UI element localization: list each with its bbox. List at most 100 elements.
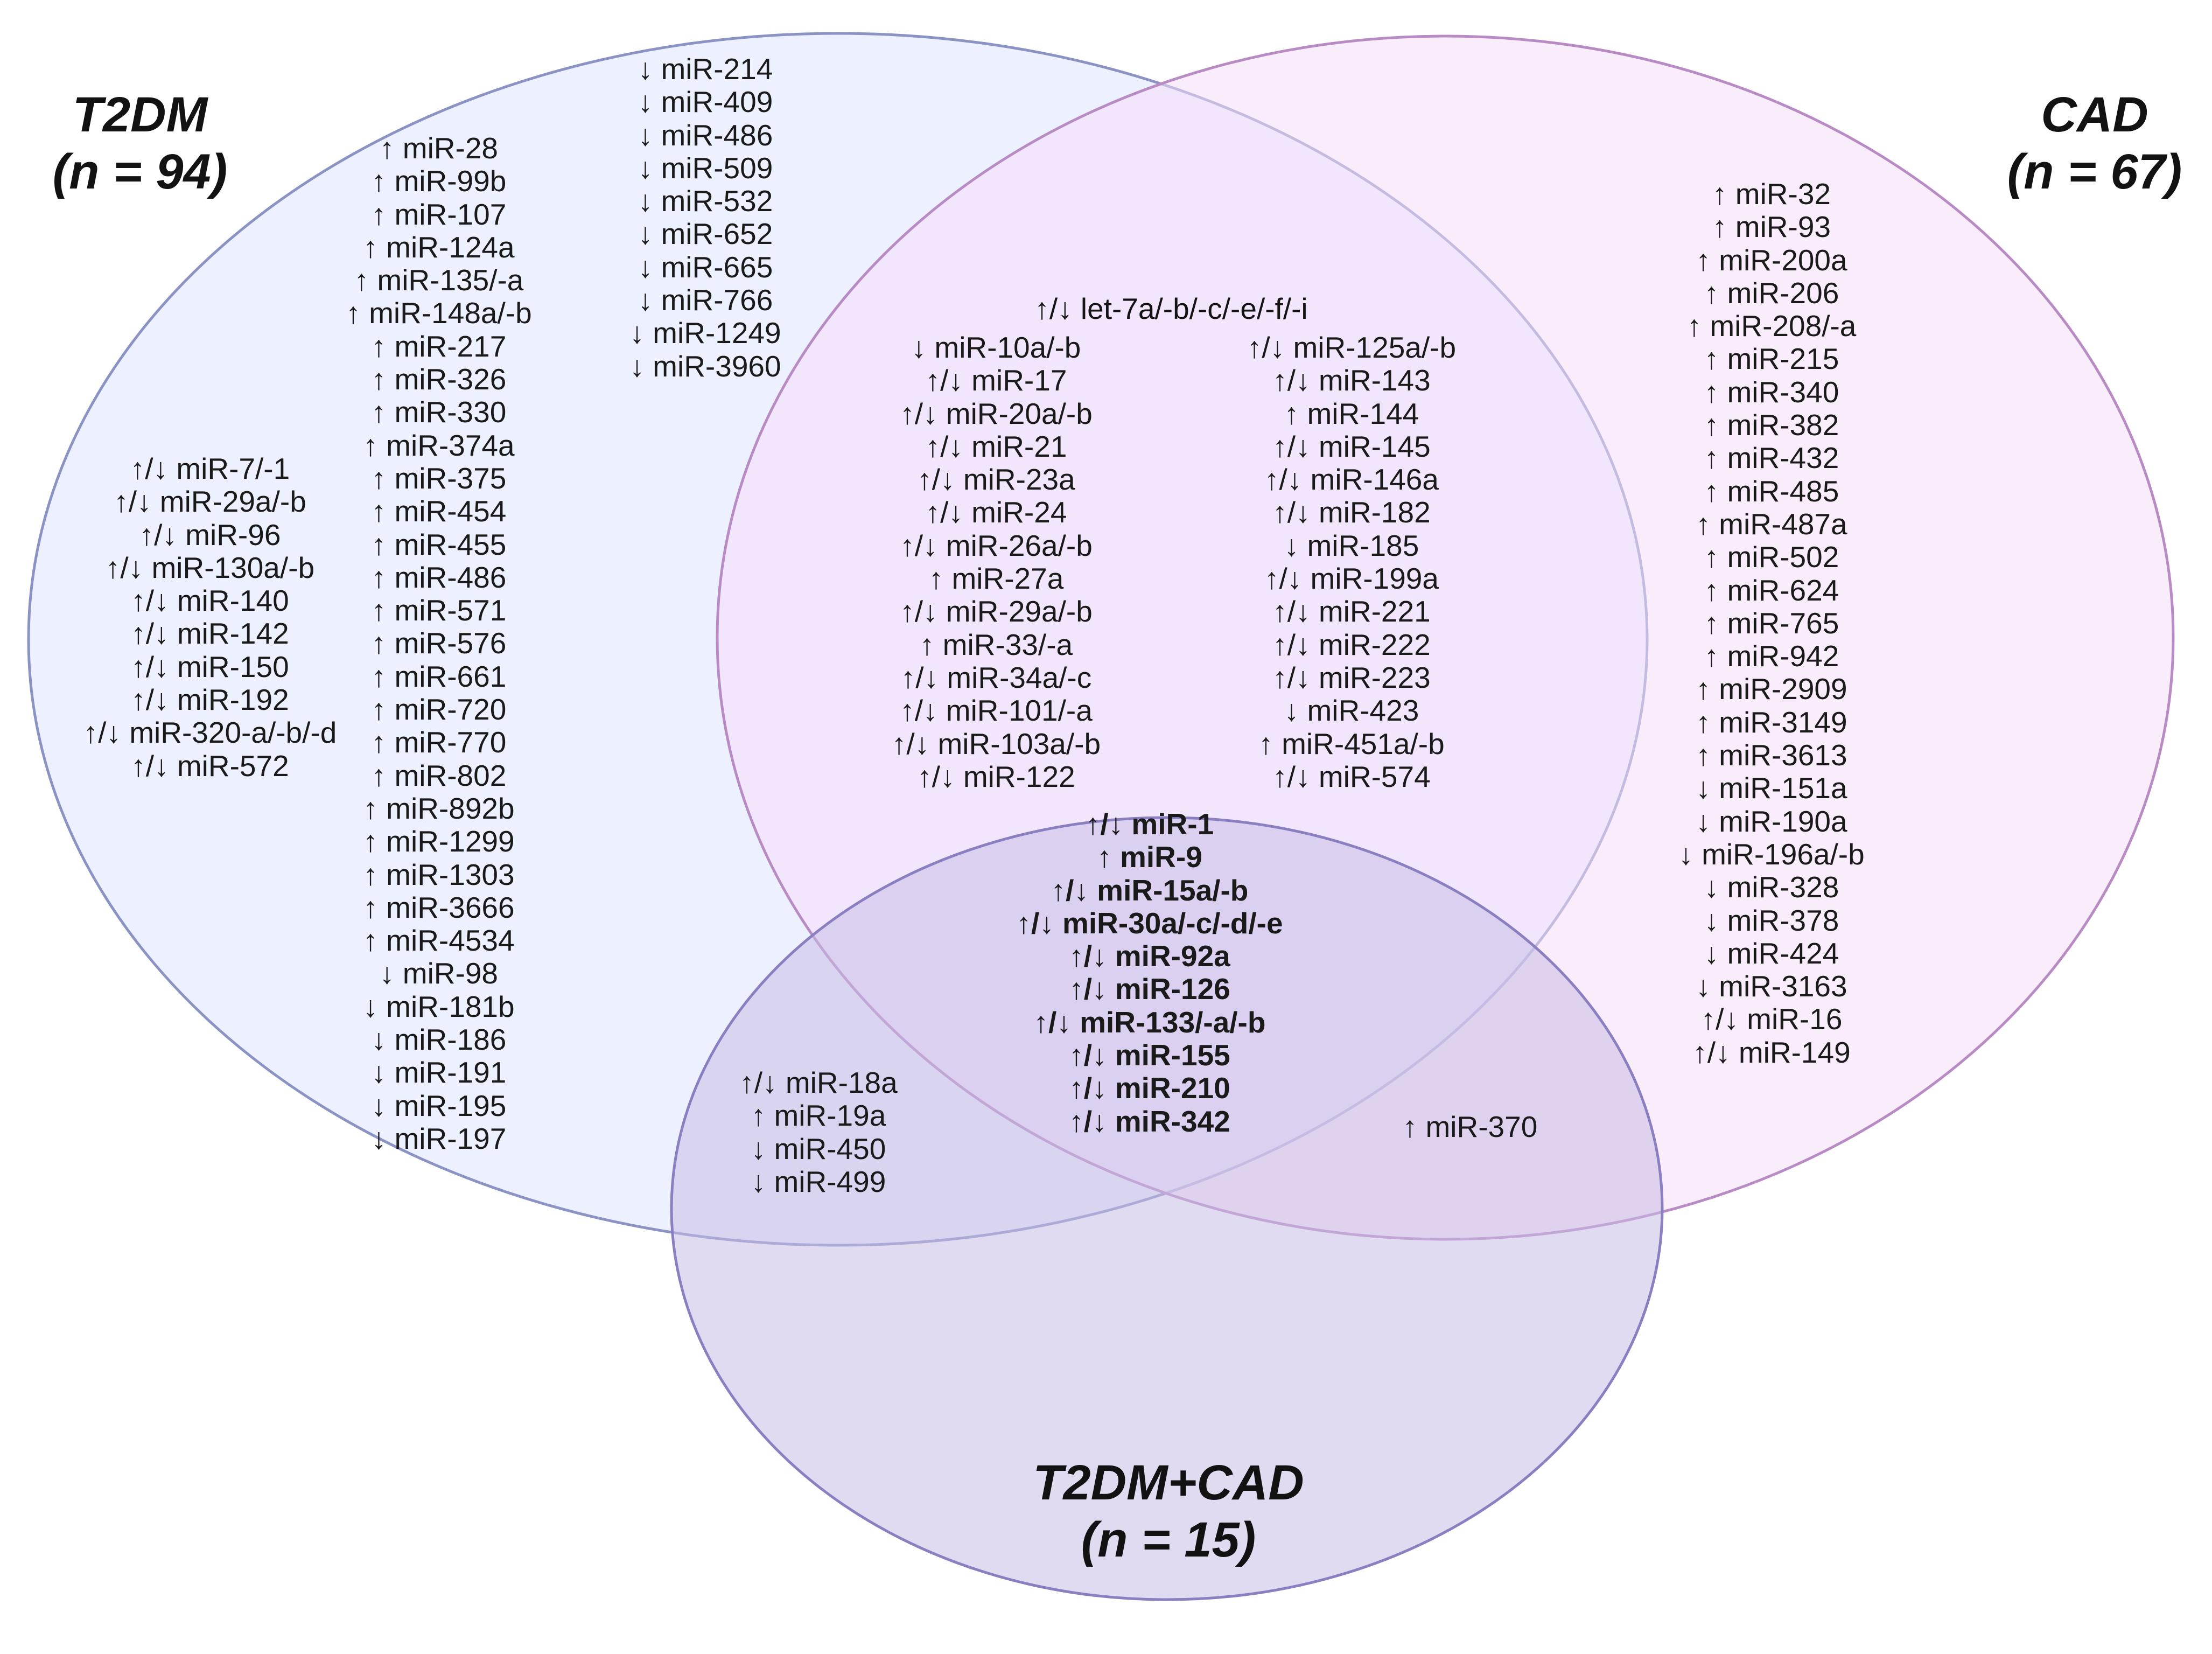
mirna-entry: ↑ miR-3613 <box>1696 738 1847 772</box>
mirna-entry: ↑ miR-942 <box>1704 639 1839 673</box>
mirna-entry: ↓ miR-196a/-b <box>1678 837 1865 871</box>
mirna-entry: ↓ miR-195 <box>371 1088 507 1122</box>
mirna-entry: ↑/↓ miR-222 <box>1272 627 1431 661</box>
mirna-entry: ↑/↓ miR-150 <box>131 650 289 683</box>
mirna-entry: ↓ miR-486 <box>638 118 773 152</box>
mirna-entry: ↓ miR-1249 <box>629 316 781 350</box>
t2dm-only-top-list: ↓ miR-214↓ miR-409↓ miR-486↓ miR-509↓ mi… <box>614 52 797 383</box>
mirna-entry: ↓ miR-499 <box>751 1164 886 1198</box>
mirna-entry: ↑/↓ miR-92a <box>1069 939 1230 973</box>
mirna-entry: ↑ miR-802 <box>371 758 507 792</box>
mirna-entry: ↑/↓ miR-24 <box>925 495 1067 529</box>
mirna-entry: ↑ miR-720 <box>371 693 507 727</box>
mirna-entry: ↓ miR-3163 <box>1696 969 1847 1003</box>
t2dm-only-left-list: ↑/↓ miR-7/-1↑/↓ miR-29a/-b↑/↓ miR-96↑/↓ … <box>22 452 398 783</box>
mirna-entry: ↑ miR-3149 <box>1696 705 1847 739</box>
cad-title: CAD (n = 67) <box>1987 86 2202 200</box>
mirna-entry: ↑ miR-382 <box>1704 408 1839 442</box>
mirna-entry: ↓ miR-409 <box>638 85 773 119</box>
mirna-entry: ↑/↓ miR-146a <box>1264 463 1439 497</box>
mirna-entry: ↑/↓ miR-30a/-c/-d/-e <box>1016 906 1283 940</box>
mirna-entry: ↓ miR-191 <box>371 1056 507 1090</box>
mirna-entry: ↑ miR-340 <box>1704 375 1839 409</box>
mirna-entry: ↓ miR-532 <box>638 184 773 218</box>
mirna-entry: ↑/↓ miR-126 <box>1069 972 1230 1006</box>
mirna-entry: ↑ miR-485 <box>1704 474 1839 508</box>
mirna-entry: ↑ miR-4534 <box>363 924 515 958</box>
mirna-entry: ↑ miR-2909 <box>1696 672 1847 706</box>
mirna-entry: ↑/↓ miR-210 <box>1069 1071 1230 1105</box>
mirna-entry: ↑ miR-1299 <box>363 825 515 859</box>
mirna-entry: ↑/↓ miR-21 <box>925 429 1067 463</box>
mirna-entry: ↑/↓ miR-29a/-b <box>900 595 1093 629</box>
mirna-entry: ↑ miR-770 <box>371 725 507 759</box>
t2dm-cad-title: T2DM+CAD (n = 15) <box>953 1454 1384 1568</box>
mirna-entry: ↑/↓ miR-574 <box>1272 759 1431 793</box>
mirna-entry: ↑ miR-107 <box>371 197 507 231</box>
mirna-entry: ↑/↓ miR-145 <box>1272 429 1431 463</box>
mirna-entry: ↑ miR-892b <box>363 791 515 825</box>
mirna-entry: ↑/↓ miR-34a/-c <box>900 660 1092 694</box>
mirna-entry: ↑/↓ miR-125a/-b <box>1247 331 1457 364</box>
mirna-entry: ↑/↓ miR-572 <box>131 749 289 783</box>
mirna-entry: ↑/↓ miR-221 <box>1272 595 1431 629</box>
mirna-entry: ↑ miR-576 <box>371 626 507 660</box>
mirna-entry: ↑/↓ miR-15a/-b <box>1051 873 1249 907</box>
t2dm-cad-set-name: T2DM+CAD <box>1033 1455 1304 1510</box>
mirna-entry: ↑ miR-217 <box>371 329 507 363</box>
mirna-entry: ↑/↓ miR-122 <box>917 759 1075 793</box>
mirna-entry: ↑ miR-19a <box>751 1099 886 1133</box>
mirna-entry: ↑ miR-330 <box>371 395 507 429</box>
mirna-entry: ↑/↓ miR-29a/-b <box>114 485 306 519</box>
mirna-entry: ↑/↓ miR-23a <box>917 463 1075 497</box>
mirna-entry: ↑ miR-208/-a <box>1686 309 1857 343</box>
mirna-entry: ↑/↓ miR-320-a/-b/-d <box>83 716 337 750</box>
cad-set-count: (n = 67) <box>2007 144 2182 199</box>
mirna-entry: ↑/↓ miR-133/-a/-b <box>1033 1005 1266 1039</box>
mirna-entry: ↑ miR-374a <box>363 428 515 462</box>
mirna-entry: ↑ miR-326 <box>371 362 507 396</box>
let7-family-label: ↑/↓ let-7a/-b/-c/-e/-f/-i <box>1034 292 1308 325</box>
mirna-entry: ↑ miR-487a <box>1696 507 1847 541</box>
mirna-entry: ↓ miR-423 <box>1284 694 1419 728</box>
mirna-entry: ↑/↓ miR-26a/-b <box>900 528 1093 562</box>
mirna-entry: ↓ miR-151a <box>1696 771 1847 805</box>
mirna-entry: ↓ miR-424 <box>1704 936 1839 970</box>
mirna-entry: ↑ miR-148a/-b <box>346 296 532 330</box>
mirna-entry: ↑/↓ miR-96 <box>139 518 281 552</box>
mirna-entry: ↑ miR-486 <box>371 560 507 594</box>
mirna-entry: ↓ miR-450 <box>751 1132 886 1166</box>
t2dm-set-count: (n = 94) <box>52 144 228 199</box>
mirna-entry: ↑ miR-370 <box>1402 1110 1538 1143</box>
mirna-entry: ↑/↓ miR-20a/-b <box>900 396 1093 430</box>
mirna-entry: ↑ miR-502 <box>1704 540 1839 574</box>
mirna-entry: ↑/↓ miR-143 <box>1272 364 1431 397</box>
mirna-entry: ↑ miR-124a <box>363 230 515 264</box>
mirna-entry: ↓ miR-190a <box>1696 804 1847 838</box>
mirna-entry: ↓ miR-378 <box>1704 903 1839 937</box>
t2dm-only-center-list: ↑ miR-28↑ miR-99b↑ miR-107↑ miR-124a↑ mi… <box>312 131 565 1155</box>
mirna-entry: ↓ miR-185 <box>1284 528 1419 562</box>
mirna-entry: ↑/↓ miR-142 <box>131 617 289 651</box>
mirna-entry: ↑/↓ miR-223 <box>1272 660 1431 694</box>
mirna-entry: ↑ miR-215 <box>1704 342 1839 376</box>
mirna-entry: ↑ miR-375 <box>371 461 507 495</box>
mirna-entry: ↑ miR-33/-a <box>919 627 1073 661</box>
mirna-entry: ↓ miR-98 <box>379 957 499 990</box>
t2dm-cad-right-list: ↑/↓ miR-125a/-b↑/↓ miR-143↑ miR-144↑/↓ m… <box>1201 331 1502 793</box>
mirna-entry: ↑ miR-432 <box>1704 441 1839 475</box>
mirna-entry: ↓ miR-181b <box>363 989 515 1023</box>
t2dm-cad-left-list: ↓ miR-10a/-b↑/↓ miR-17↑/↓ miR-20a/-b↑/↓ … <box>872 331 1120 793</box>
mirna-entry: ↑/↓ miR-101/-a <box>900 694 1093 728</box>
mirna-entry: ↑ miR-9 <box>1097 840 1202 874</box>
mirna-entry: ↑/↓ miR-149 <box>1692 1035 1851 1069</box>
mirna-entry: ↑ miR-144 <box>1284 396 1419 430</box>
mirna-entry: ↓ miR-328 <box>1704 870 1839 904</box>
mirna-entry: ↑/↓ miR-103a/-b <box>891 727 1101 760</box>
mirna-entry: ↓ miR-197 <box>371 1121 507 1155</box>
mirna-entry: ↑/↓ miR-140 <box>131 584 289 618</box>
mirna-entry: ↑/↓ miR-18a <box>739 1066 898 1099</box>
mirna-entry: ↑ miR-99b <box>371 164 507 198</box>
mirna-entry: ↑ miR-661 <box>371 659 507 693</box>
mirna-entry: ↓ miR-509 <box>638 151 773 185</box>
